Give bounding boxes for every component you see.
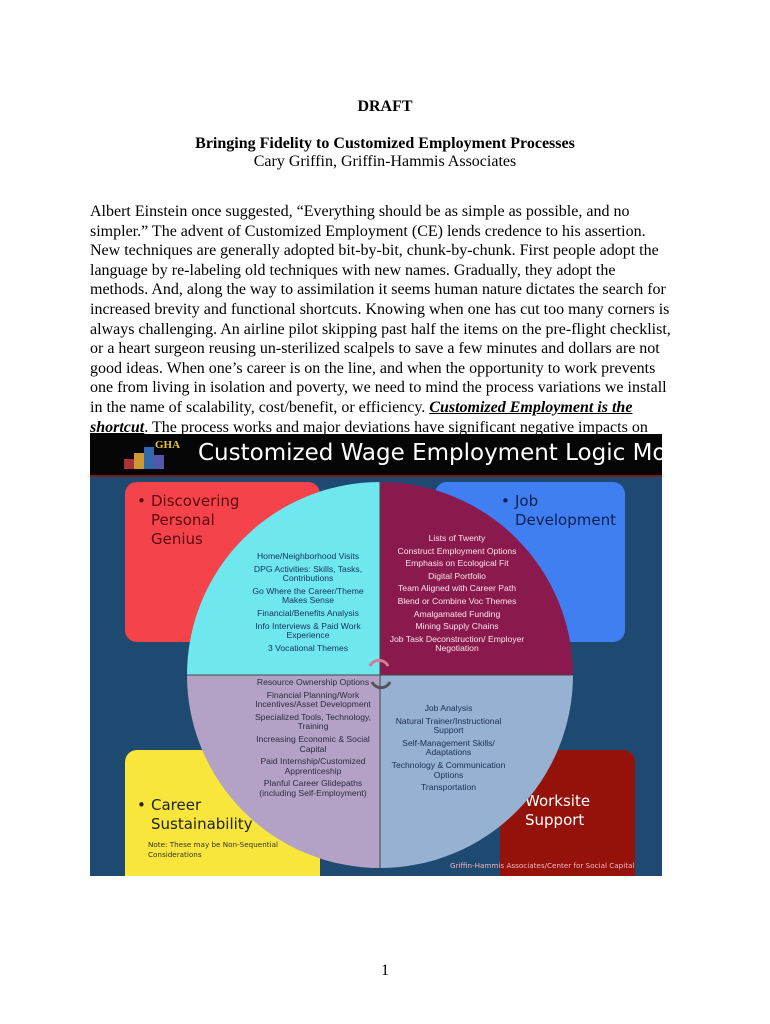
job-development-label-2: Development (515, 511, 616, 529)
gha-logo: GHA (124, 439, 180, 469)
list-item: Specialized Tools, Technology, Training (254, 711, 372, 732)
intro-paragraph: Albert Einstein once suggested, “Everyth… (90, 202, 675, 457)
list-item: Home/Neighborhood Visits (256, 551, 360, 561)
list-item: Natural Trainer/Instructional Support (395, 715, 502, 736)
figure-credit: Griffin-Hammis Associates/Center for Soc… (450, 861, 635, 870)
cycle-arrow-icon-2 (370, 681, 392, 690)
svg-text:GHA: GHA (155, 439, 180, 451)
list-item: Paid Internship/Customized Apprenticeshi… (260, 756, 366, 776)
list-item: Info Interviews & Paid Work Experience (255, 620, 361, 641)
logic-model-figure: GHA Customized Wage Employment Logic Mod… (90, 434, 662, 876)
discovering-label: Discovering (151, 492, 240, 510)
worksite-label: Worksite (525, 792, 591, 810)
figure-title-bar: GHA Customized Wage Employment Logic Mod… (90, 434, 662, 477)
logic-model-circle (187, 482, 573, 868)
discovering-label-2: Personal (151, 511, 215, 529)
discovering-label-3: Genius (151, 530, 203, 548)
list-item: Transportation (420, 782, 477, 793)
list-item: Self-Management Skills/ Adaptations (402, 737, 495, 758)
list-item: Team Aligned with Career Path (398, 583, 516, 594)
page-number: 1 (381, 962, 389, 979)
quadrant-discovering (187, 482, 380, 675)
emphasis-link[interactable]: Customized Employment is the shortcut (90, 398, 633, 436)
list-item: Lists of Twenty (428, 533, 486, 543)
author-line: Cary Griffin, Griffin-Hammis Associates (253, 153, 517, 170)
job-development-label: Job (515, 492, 539, 510)
list-item: Construct Employment Options (397, 545, 517, 556)
list-item: Go Where the Career/Theme Makes Sense (252, 585, 364, 606)
list-item: Job Analysis (424, 703, 473, 713)
career-label: Career (151, 796, 202, 814)
list-item: Amalgamated Funding (413, 608, 501, 619)
list-item: Technology & Communication Options (391, 759, 506, 780)
list-item: Planful Career Glidepaths (including Sel… (259, 778, 367, 798)
quadrant-career (187, 675, 380, 868)
list-item: Increasing Economic & Social Capital (256, 733, 370, 754)
worksite-label-2: Support (525, 811, 585, 829)
list-item: Financial/Benefits Analysis (257, 607, 359, 618)
list-item: Mining Supply Chains (415, 621, 499, 632)
list-item: Financial Planning/Work Incentives/Asset… (255, 689, 371, 710)
cycle-arrow-icon (368, 658, 390, 667)
career-label-2: Sustainability (151, 815, 253, 833)
career-note-2: Considerations (148, 850, 202, 859)
paragraph-text: Albert Einstein once suggested, “Everyth… (90, 203, 671, 416)
draft-label: DRAFT (357, 98, 413, 115)
list-item: Emphasis on Ecological Fit (405, 558, 509, 569)
figure-title: Customized Wage Employment Logic Model (198, 440, 662, 466)
list-item: Digital Portfolio (428, 570, 486, 581)
list-item: 3 Vocational Themes (267, 642, 349, 653)
list-item: DPG Activities: Skills, Tasks, Contribut… (253, 563, 363, 584)
list-item: Resource Ownership Options (256, 677, 370, 687)
quadrant-worksite (380, 675, 573, 868)
list-item: Blend or Combine Voc Themes (397, 595, 517, 606)
career-note: Note: These may be Non-Sequential (148, 840, 278, 849)
quadrant-job-development (380, 482, 573, 675)
list-item: Job Task Deconstruction/ Employer Negoti… (389, 633, 525, 654)
document-title: Bringing Fidelity to Customized Employme… (195, 135, 575, 152)
